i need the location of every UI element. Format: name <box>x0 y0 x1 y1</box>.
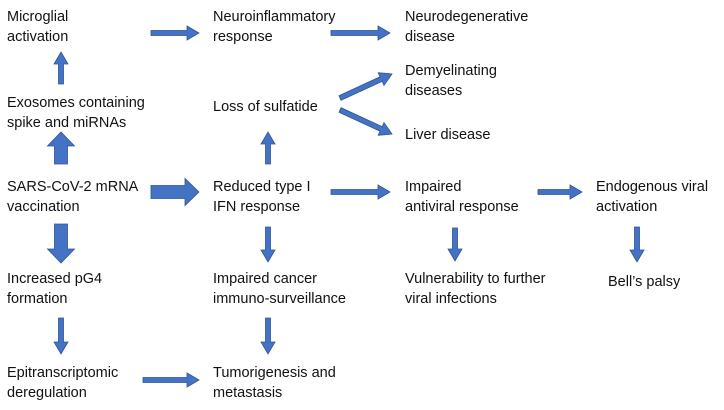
arrow-loss-of-sulfatide-to-liver-disease <box>338 107 393 136</box>
node-label-line: metastasis <box>213 385 283 401</box>
arrow-exosomes-to-microglial-activation <box>53 51 69 85</box>
node-label-line: Tumorigenesis and <box>213 365 336 381</box>
node-label-line: Vulnerability to further <box>405 271 546 287</box>
node-reduced-ifn: Reduced type I IFN response <box>213 177 311 217</box>
node-epitranscriptomic: Epitranscriptomic deregulation <box>7 363 118 403</box>
node-impaired-cancer: Impaired cancer immuno-surveillance <box>213 269 346 309</box>
node-demyelinating-diseases: Demyelinating diseases <box>405 61 497 101</box>
node-label-line: Bell’s palsy <box>608 274 681 290</box>
arrow-epitranscriptomic-to-tumorigenesis <box>142 372 200 388</box>
node-label-line: Microglial <box>7 9 69 25</box>
node-endogenous-viral: Endogenous viral activation <box>596 177 708 217</box>
node-label-line: disease <box>405 29 455 45</box>
node-label-line: activation <box>7 29 69 45</box>
arrow-impaired-antiviral-to-vulnerability <box>447 227 463 262</box>
node-label-line: Neurodegenerative <box>405 9 529 25</box>
node-label-line: immuno-surveillance <box>213 291 346 307</box>
node-neuroinflammatory-response: Neuroinflammatory response <box>213 7 336 47</box>
node-loss-of-sulfatide: Loss of sulfatide <box>213 97 318 117</box>
node-vulnerability: Vulnerability to further viral infection… <box>405 269 546 309</box>
node-increased-pg4: Increased pG4 formation <box>7 269 102 309</box>
arrow-impaired-antiviral-to-endogenous-viral <box>537 184 583 200</box>
node-label-line: Endogenous viral <box>596 179 709 195</box>
arrow-vaccination-to-reduced-ifn <box>150 177 200 207</box>
node-label-line: antiviral response <box>405 199 519 215</box>
node-label-line: Impaired cancer <box>213 271 317 287</box>
node-bells-palsy: Bell’s palsy <box>608 272 680 292</box>
arrow-vaccination-to-increased-pg4 <box>46 223 76 264</box>
node-label-line: response <box>213 29 273 45</box>
arrow-impaired-cancer-to-tumorigenesis <box>260 317 276 355</box>
node-exosomes: Exosomes containing spike and miRNAs <box>7 93 145 133</box>
node-label-line: Increased pG4 <box>7 271 103 287</box>
node-impaired-antiviral: Impaired antiviral response <box>405 177 519 217</box>
arrow-neuroinflammatory-response-to-neurodegenerative-disease <box>330 25 391 41</box>
node-liver-disease: Liver disease <box>405 125 490 145</box>
arrow-endogenous-viral-to-bells-palsy <box>629 226 645 263</box>
node-label-line: diseases <box>405 83 463 99</box>
node-label-line: Exosomes containing <box>7 95 145 111</box>
node-tumorigenesis: Tumorigenesis and metastasis <box>213 363 336 403</box>
node-label-line: Liver disease <box>405 127 491 143</box>
node-label-line: spike and miRNAs <box>7 115 127 131</box>
node-label-line: Loss of sulfatide <box>213 99 318 115</box>
node-label-line: IFN response <box>213 199 301 215</box>
node-label-line: activation <box>596 199 658 215</box>
node-label-line: SARS-CoV-2 mRNA <box>7 179 139 195</box>
node-label-line: Neuroinflammatory <box>213 9 336 25</box>
node-neurodegenerative-disease: Neurodegenerative disease <box>405 7 528 47</box>
node-label-line: Epitranscriptomic <box>7 365 119 381</box>
arrow-reduced-ifn-to-loss-of-sulfatide <box>260 131 276 165</box>
arrow-reduced-ifn-to-impaired-antiviral <box>330 184 391 200</box>
node-label-line: deregulation <box>7 385 87 401</box>
arrow-microglial-activation-to-neuroinflammatory-response <box>150 25 200 41</box>
node-label-line: vaccination <box>7 199 80 215</box>
node-vaccination: SARS-CoV-2 mRNA vaccination <box>7 177 138 217</box>
node-label-line: formation <box>7 291 68 307</box>
node-label-line: Demyelinating <box>405 63 497 79</box>
node-label-line: viral infections <box>405 291 497 307</box>
node-microglial-activation: Microglial activation <box>7 7 68 47</box>
arrow-vaccination-to-exosomes <box>46 131 76 165</box>
arrow-reduced-ifn-to-impaired-cancer <box>260 226 276 263</box>
node-label-line: Impaired <box>405 179 462 195</box>
arrow-loss-of-sulfatide-to-demyelinating-diseases <box>338 72 393 101</box>
arrow-increased-pg4-to-epitranscriptomic <box>53 317 69 355</box>
node-label-line: Reduced type I <box>213 179 311 195</box>
